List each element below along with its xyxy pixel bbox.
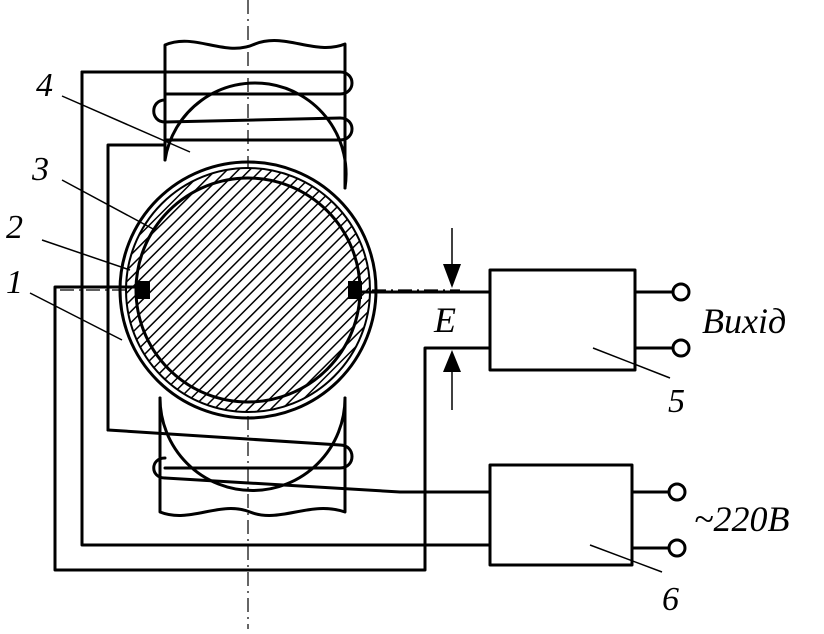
supply-terminals [630, 482, 687, 558]
label-e: E [433, 300, 456, 340]
label-output: Вихід [702, 301, 786, 341]
emf-arrows [443, 228, 461, 410]
pipe-outer-wall [118, 160, 378, 420]
label-supply: ~220В [694, 499, 789, 539]
left-electrode [136, 281, 150, 299]
label-6: 6 [662, 581, 679, 618]
lower-magnet-pole [158, 396, 347, 517]
output-terminals [633, 282, 691, 358]
right-electrode [348, 281, 362, 299]
label-2: 2 [6, 209, 23, 246]
label-3: 3 [31, 151, 49, 188]
wiring [53, 70, 492, 572]
pipe-lining [125, 167, 371, 413]
label-5: 5 [668, 383, 685, 420]
label-4: 4 [36, 67, 53, 104]
label-1: 1 [6, 264, 23, 301]
lower-coil [106, 428, 354, 480]
leader-lines [29, 95, 671, 573]
block-5-amplifier [488, 268, 637, 372]
pipe [118, 160, 378, 420]
block-6-power-supply [488, 463, 634, 567]
upper-coil [80, 70, 354, 142]
upper-magnet-pole [163, 39, 348, 190]
